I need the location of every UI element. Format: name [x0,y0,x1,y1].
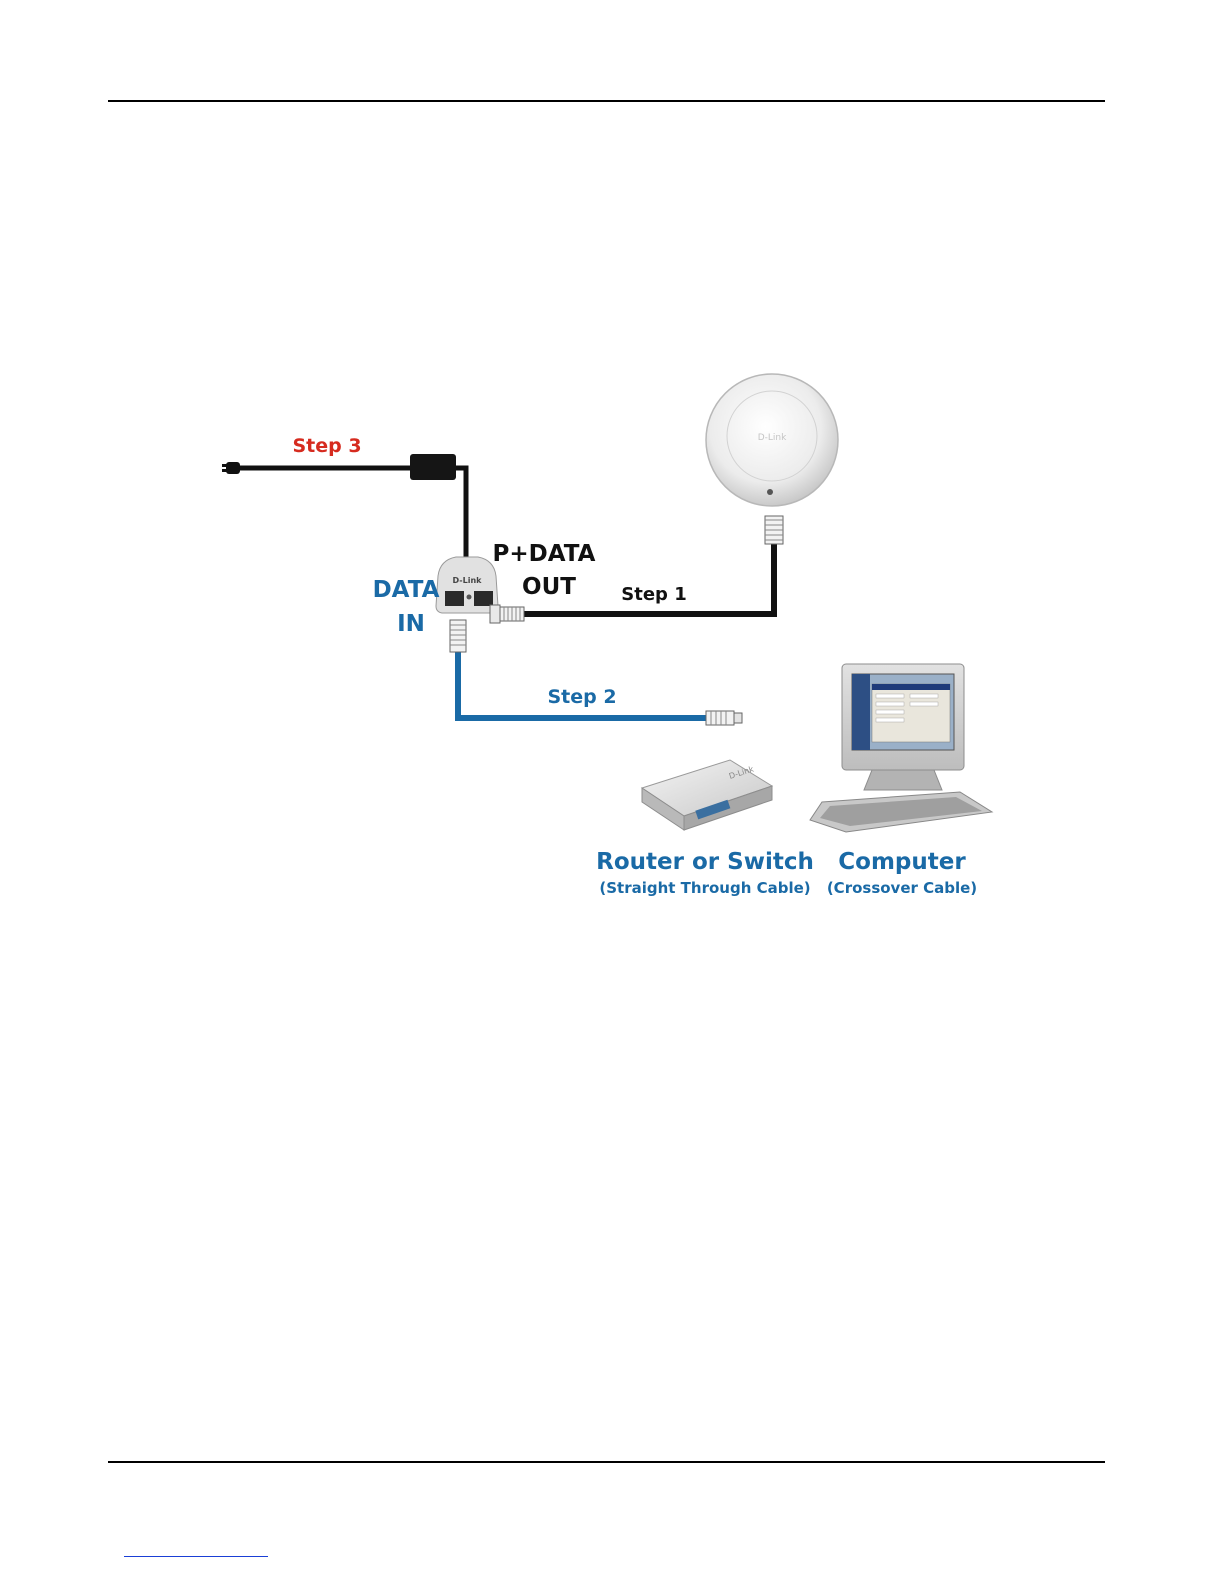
footer-link-underline [124,1556,268,1557]
router-label: Router or Switch [596,849,814,875]
router-sublabel: (Straight Through Cable) [599,879,810,897]
rj45-connector-icon [706,711,742,725]
router-switch-device: D-Link [642,760,772,830]
data-in-label-line1: DATA [373,577,440,603]
step2-cable [450,620,742,725]
computer-sublabel: (Crossover Cable) [827,879,977,897]
pdata-out-label-line1: P+DATA [493,541,596,567]
power-cable [222,454,466,560]
injector-brand-text: D-Link [453,576,483,585]
rj45-connector-icon [450,620,466,652]
rj45-connector-icon [490,605,524,623]
computer-device [810,664,992,832]
computer-label: Computer [838,849,966,875]
pdata-out-label-line2: OUT [522,574,576,600]
access-point-device: D-Link [706,374,838,506]
keyboard-icon [810,792,992,832]
ap-brand-text: D-Link [758,433,787,443]
poe-injector: D-Link [436,557,498,613]
step1-label: Step 1 [621,584,686,605]
rj45-connector-icon [765,516,783,544]
ap-status-led [767,489,773,495]
step2-label: Step 2 [547,686,616,708]
step1-cable [490,516,783,623]
step3-label: Step 3 [292,435,361,457]
footer-rule [108,1461,1105,1463]
power-plug-icon [222,462,240,474]
power-adapter-block [410,454,456,480]
data-in-label-line2: IN [397,611,425,637]
